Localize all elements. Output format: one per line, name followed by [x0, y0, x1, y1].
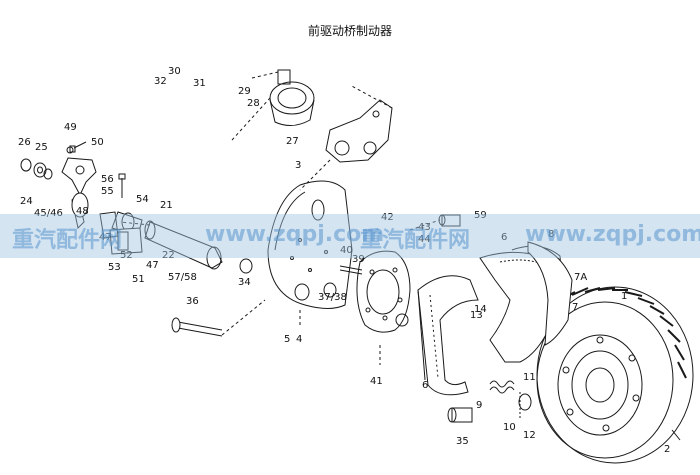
watermark-band [0, 214, 700, 258]
callout-26: 26 [18, 137, 31, 148]
watermark-url: www.zqpj.com [525, 222, 700, 247]
callout-51: 51 [132, 274, 145, 285]
callout-54: 54 [136, 194, 149, 205]
callout-7A: 7A [574, 272, 587, 283]
callout-36: 36 [186, 296, 199, 307]
callout-3: 3 [295, 160, 301, 171]
callout-30: 30 [168, 66, 181, 77]
callout-31: 31 [193, 78, 206, 89]
callout-10: 10 [503, 422, 516, 433]
callout-7: 7 [572, 302, 578, 313]
callout-35: 35 [456, 436, 469, 447]
callout-53: 53 [108, 262, 121, 273]
callout-45-46: 45/46 [34, 208, 63, 219]
callout-43: 43 [418, 222, 431, 233]
callout-59: 59 [474, 210, 487, 221]
callout-22: 22 [162, 250, 175, 261]
brake-spider [356, 250, 411, 333]
bolt-40 [339, 265, 363, 275]
callout-56: 56 [101, 174, 114, 185]
callout-34: 34 [238, 277, 251, 288]
callout-6: 6 [501, 232, 507, 243]
callout-11: 11 [523, 372, 536, 383]
callout-41: 41 [370, 376, 383, 387]
return-spring [489, 380, 515, 394]
adjuster-nut [518, 392, 532, 420]
callout-28: 28 [247, 98, 260, 109]
callout-48: 48 [76, 206, 89, 217]
callout-13: 13 [470, 310, 483, 321]
watermark-mid: www.zqpj.com [205, 222, 385, 247]
brake-shoe-upper [479, 245, 563, 363]
callout-47: 47 [146, 260, 159, 271]
callout-12: 12 [523, 430, 536, 441]
diagram-title: 前驱动桥制动器 [307, 24, 392, 38]
callout-14: 14 [474, 304, 487, 315]
assembly-guides [119, 71, 441, 365]
watermark-right: 重汽配件网 [360, 228, 471, 253]
bushing-34 [239, 258, 253, 274]
callout-4: 4 [296, 334, 302, 345]
callout-42: 42 [381, 212, 394, 223]
watermark-left: 重汽配件网 [12, 228, 123, 253]
bolt-50 [69, 141, 87, 153]
callout-1: 1 [621, 291, 627, 302]
washer-set-left [20, 158, 53, 180]
backing-plate [267, 180, 353, 309]
callout-6: 6 [422, 380, 428, 391]
callout-29: 29 [238, 86, 251, 97]
bolt-56 [118, 173, 126, 198]
camshaft-bracket [99, 211, 143, 255]
callout-32: 32 [154, 76, 167, 87]
bushing-35 [447, 407, 473, 423]
callout-5: 5 [284, 334, 290, 345]
slack-adjuster [61, 157, 97, 230]
callout-39: 39 [352, 254, 365, 265]
brake-shoe-lower [417, 275, 479, 396]
bolt-36 [171, 317, 223, 337]
brake-chamber [269, 69, 315, 126]
chamber-bracket [325, 99, 393, 163]
callout-40: 40 [340, 245, 353, 256]
callout-24: 24 [20, 196, 33, 207]
callout-57-58: 57/58 [168, 272, 197, 283]
bolt-2 [671, 429, 681, 441]
callout-25: 25 [35, 142, 48, 153]
callout-9: 9 [476, 400, 482, 411]
callout-50: 50 [91, 137, 104, 148]
callout-52: 52 [120, 250, 133, 261]
callout-2: 2 [664, 444, 670, 455]
callout-8: 8 [548, 229, 554, 240]
callout-55: 55 [101, 186, 114, 197]
callout-49: 49 [64, 122, 77, 133]
callout-21: 21 [160, 200, 173, 211]
callout-37-38: 37/38 [318, 292, 347, 303]
nut-49 [66, 146, 74, 154]
callout-47: 47 [99, 232, 112, 243]
brake-lining [527, 241, 573, 346]
callout-27: 27 [286, 136, 299, 147]
callout-44: 44 [418, 234, 431, 245]
